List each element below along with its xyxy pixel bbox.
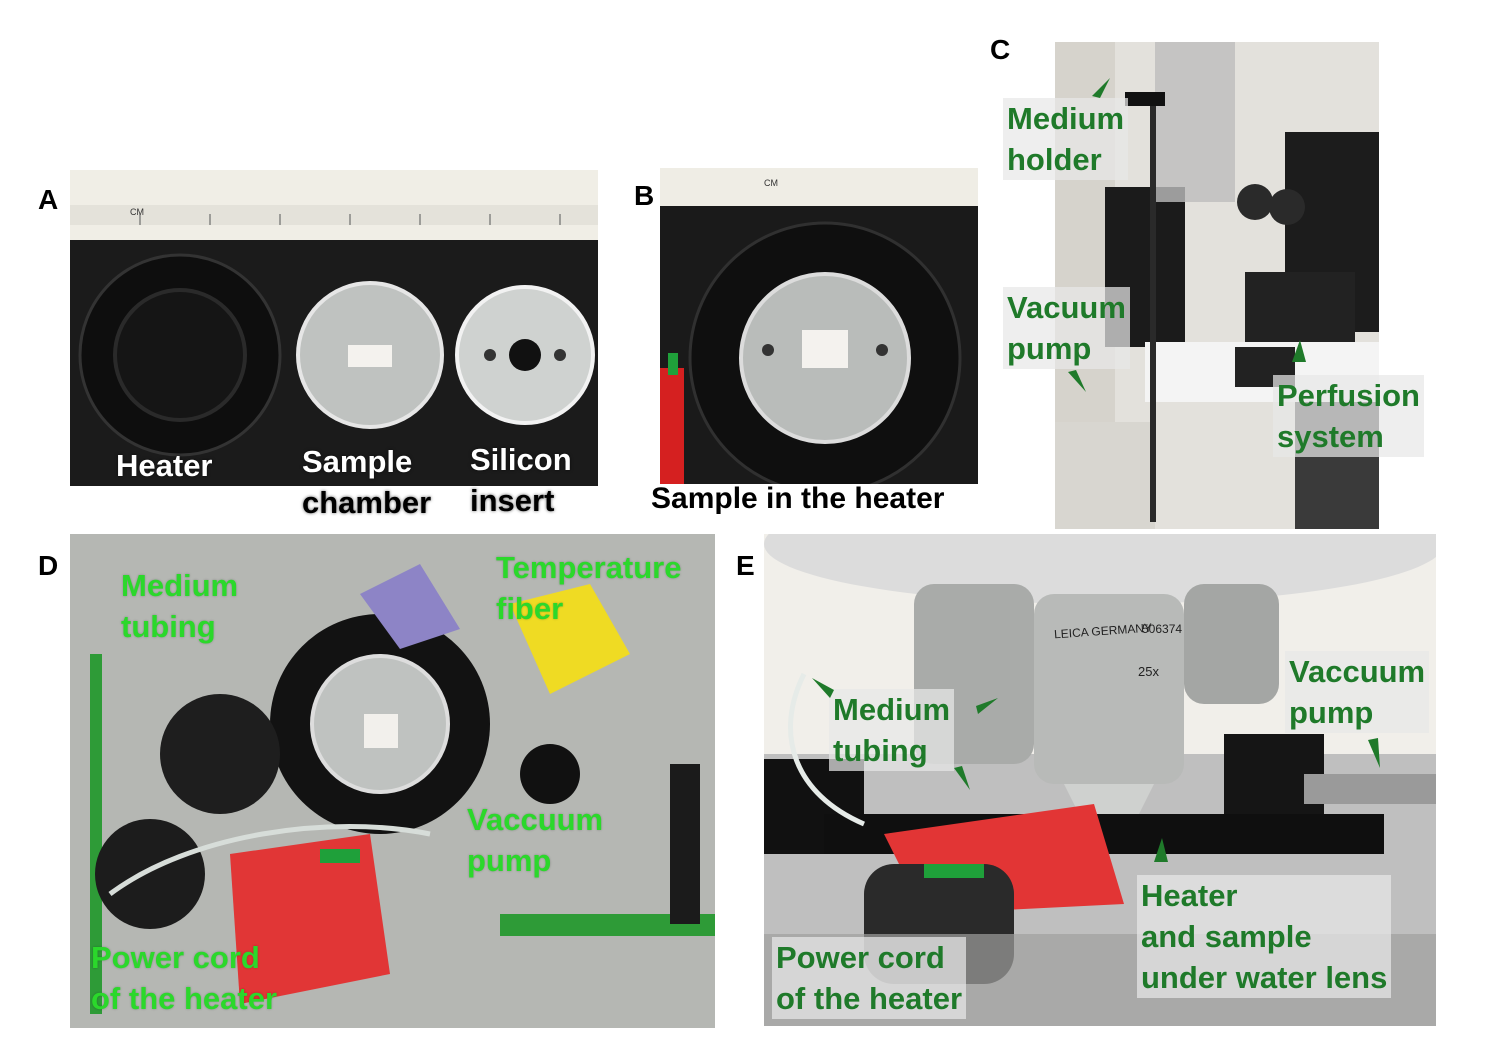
label-medium-tubing-e-line2: tubing	[833, 733, 928, 768]
ruler-cm-mark-b: CM	[764, 178, 778, 188]
label-vacuum-pump-c-line2: pump	[1007, 331, 1092, 366]
label-vaccuum-pump-e: Vaccuum pump	[1285, 651, 1430, 733]
label-silicon-insert-line2: insert	[470, 483, 555, 518]
label-power-cord-e-line2: of the heater	[776, 981, 963, 1016]
arrow-vaccuum-pump-e	[1368, 738, 1380, 768]
panel-letter-d: D	[38, 550, 59, 581]
label-medium-tubing-d-line1: Medium	[121, 568, 239, 603]
label-sample-chamber-line1: Sample	[302, 444, 413, 479]
label-perfusion-system-line1: Perfusion	[1277, 378, 1420, 413]
caption-sample-in-heater: Sample in the heater	[651, 482, 945, 515]
label-medium-holder-line1: Medium	[1007, 101, 1125, 136]
label-vacuum-pump-c-line1: Vacuum	[1007, 290, 1126, 325]
label-silicon-insert: Silicon insert	[470, 439, 572, 521]
label-medium-holder: Medium holder	[1003, 98, 1129, 180]
label-heater-sample: Heater and sample under water lens	[1137, 875, 1392, 998]
label-vaccuum-pump-e-line1: Vaccuum	[1289, 654, 1426, 689]
label-heater-sample-line2: and sample	[1141, 919, 1312, 954]
label-temperature-fiber-line2: fiber	[496, 591, 564, 626]
panel-letter-b: B	[634, 180, 655, 211]
label-perfusion-system-line2: system	[1277, 419, 1384, 454]
arrow-heater-sample	[1154, 838, 1168, 862]
arrow-medium-holder	[1092, 78, 1110, 98]
label-heater: Heater	[116, 448, 213, 483]
panel-letter-c: C	[990, 34, 1011, 65]
lens-mag-text: 25x	[1138, 664, 1159, 679]
label-power-cord-e-line1: Power cord	[776, 940, 945, 975]
label-temperature-fiber: Temperature fiber	[496, 547, 682, 629]
label-perfusion-system: Perfusion system	[1273, 375, 1424, 457]
arrow-medium-tubing-e-right	[976, 698, 998, 714]
label-medium-tubing-e-line1: Medium	[833, 692, 951, 727]
label-medium-holder-line2: holder	[1007, 142, 1102, 177]
arrow-vacuum-pump-c	[1068, 370, 1086, 392]
lens-serial-text: 506374	[1142, 622, 1183, 636]
label-vaccuum-pump-e-line2: pump	[1289, 695, 1374, 730]
panel-d-photo	[70, 534, 715, 1028]
panel-b-photo: CM	[660, 168, 978, 484]
label-heater-sample-line1: Heater	[1141, 878, 1238, 913]
label-power-cord-e: Power cord of the heater	[772, 937, 967, 1019]
arrow-perfusion-system	[1292, 340, 1306, 362]
label-vaccuum-pump-d-line2: pump	[467, 843, 552, 878]
label-medium-tubing-d: Medium tubing	[121, 565, 238, 647]
arrow-medium-tubing-e-bottom	[954, 766, 970, 790]
panel-letter-a: A	[38, 184, 59, 215]
label-vaccuum-pump-d-line1: Vaccuum	[467, 802, 604, 837]
label-power-cord-d-line1: Power cord	[91, 940, 260, 975]
label-temperature-fiber-line1: Temperature	[496, 550, 682, 585]
label-sample-chamber: Sample chamber	[302, 441, 431, 523]
label-silicon-insert-line1: Silicon	[470, 442, 572, 477]
ruler-cm-mark: CM	[130, 207, 144, 217]
panel-a-photo: CM	[70, 170, 598, 486]
label-vaccuum-pump-d: Vaccuum pump	[467, 799, 603, 881]
arrow-medium-tubing-e-top	[812, 678, 834, 698]
label-sample-chamber-line2: chamber	[302, 485, 432, 520]
label-medium-tubing-d-line2: tubing	[121, 609, 216, 644]
label-medium-tubing-e: Medium tubing	[829, 689, 955, 771]
label-power-cord-d: Power cord of the heater	[91, 937, 277, 1019]
label-power-cord-d-line2: of the heater	[91, 981, 278, 1016]
panel-letter-e: E	[736, 550, 755, 581]
label-vacuum-pump-c: Vacuum pump	[1003, 287, 1130, 369]
label-heater-sample-line3: under water lens	[1141, 960, 1388, 995]
